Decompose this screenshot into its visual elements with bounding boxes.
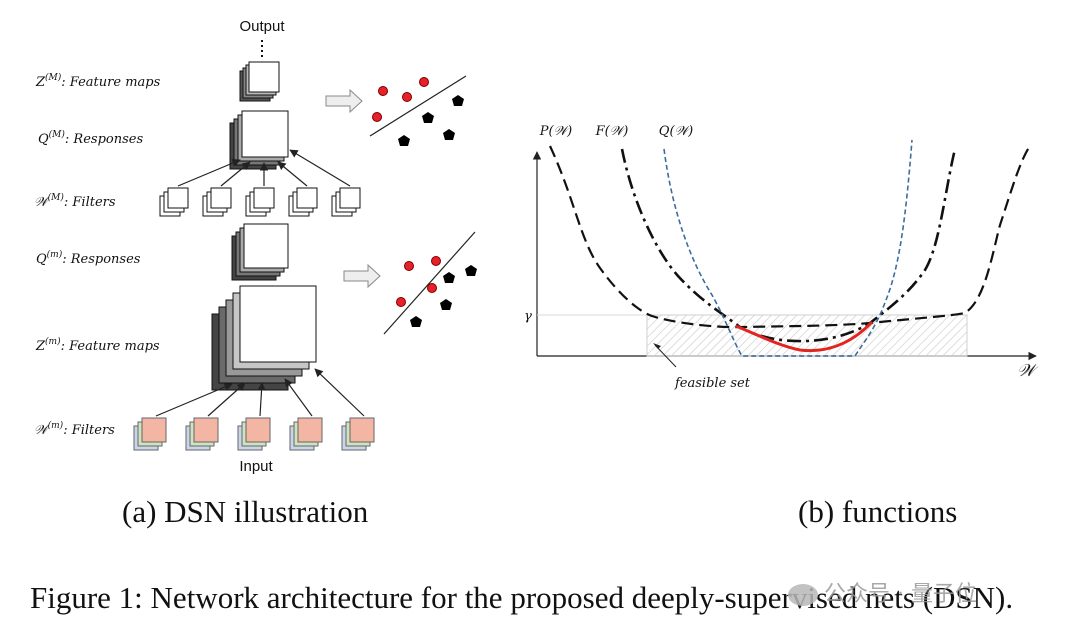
w-m-filter [133,417,167,451]
decision-boundary [369,75,467,137]
class-b-point [440,299,452,310]
curve-q [663,139,913,357]
w-M-filter [288,187,318,217]
classifier-panel-bottom [383,231,477,335]
dsn-illustration: Output [34,18,477,475]
caption-a: (a) DSN illustration [122,494,369,529]
label-z-M: Z(M): Feature maps [35,72,161,90]
label-w-M: 𝒲(M): Filters [34,192,116,210]
x-axis-label: 𝒲 [1017,361,1039,381]
figure-caption: Figure 1: Network architecture for the p… [30,580,1014,615]
w-M-filter [331,187,361,217]
wechat-icon [788,584,818,606]
curve-p [549,145,1031,329]
w-M-filters [159,187,361,217]
w-m-filter [237,417,271,451]
class-a-point [419,77,429,87]
class-b-point [465,265,477,276]
class-a-point [427,283,437,293]
watermark: 公众号 · 量子位 [788,576,977,608]
w-m-arrows [155,368,365,417]
curve-label-p: P(𝒲) [539,124,573,139]
class-a-point [372,112,382,122]
class-b-point [443,129,455,140]
w-M-filter [159,187,189,217]
decision-boundary [383,231,476,335]
solution-segment [735,320,874,353]
w-M-filter [202,187,232,217]
class-a-point [378,86,388,96]
feasible-pointer [654,344,677,368]
q-M-stack [229,110,289,170]
label-w-m: 𝒲(m): Filters [34,420,115,438]
caption-b: (b) functions [798,494,958,529]
w-m-filter [185,417,219,451]
class-b-point [422,112,434,123]
classifier-arrow-bottom [343,263,381,289]
class-b-point [410,316,422,327]
class-a-point [402,92,412,102]
curve-label-q: Q(𝒲) [659,124,693,139]
label-q-m: Q(m): Responses [36,249,141,267]
z-M-stack [239,61,280,102]
row-labels: Z(M): Feature maps Q(M): Responses 𝒲(M):… [34,72,161,438]
curve-f [620,148,957,343]
class-b-point [443,272,455,283]
class-a-point [431,256,441,266]
classifier-arrow-top [325,88,363,114]
feasible-set-label: feasible set [674,376,751,391]
w-m-filter [289,417,323,451]
functions-plot: γ 𝒲 P(𝒲) F(𝒲) Q(𝒲) feasible set [524,124,1039,391]
label-z-m: Z(m): Feature maps [35,336,160,354]
input-label: Input [239,458,273,475]
class-a-point [404,261,414,271]
w-M-arrows [177,149,351,187]
q-m-stack [231,223,289,281]
curve-label-f: F(𝒲) [595,124,629,139]
output-label: Output [239,18,285,35]
watermark-text: 公众号 · 量子位 [824,582,977,607]
feasible-pointer-head [653,343,661,349]
w-m-filters [133,417,375,451]
w-m-filter [341,417,375,451]
class-a-point [396,297,406,307]
label-q-M: Q(M): Responses [38,129,143,147]
classifier-panel-top [369,75,467,146]
w-M-filter [245,187,275,217]
gamma-label: γ [524,309,532,324]
class-b-point [452,95,464,106]
z-m-stack [211,285,317,391]
class-b-point [398,135,410,146]
